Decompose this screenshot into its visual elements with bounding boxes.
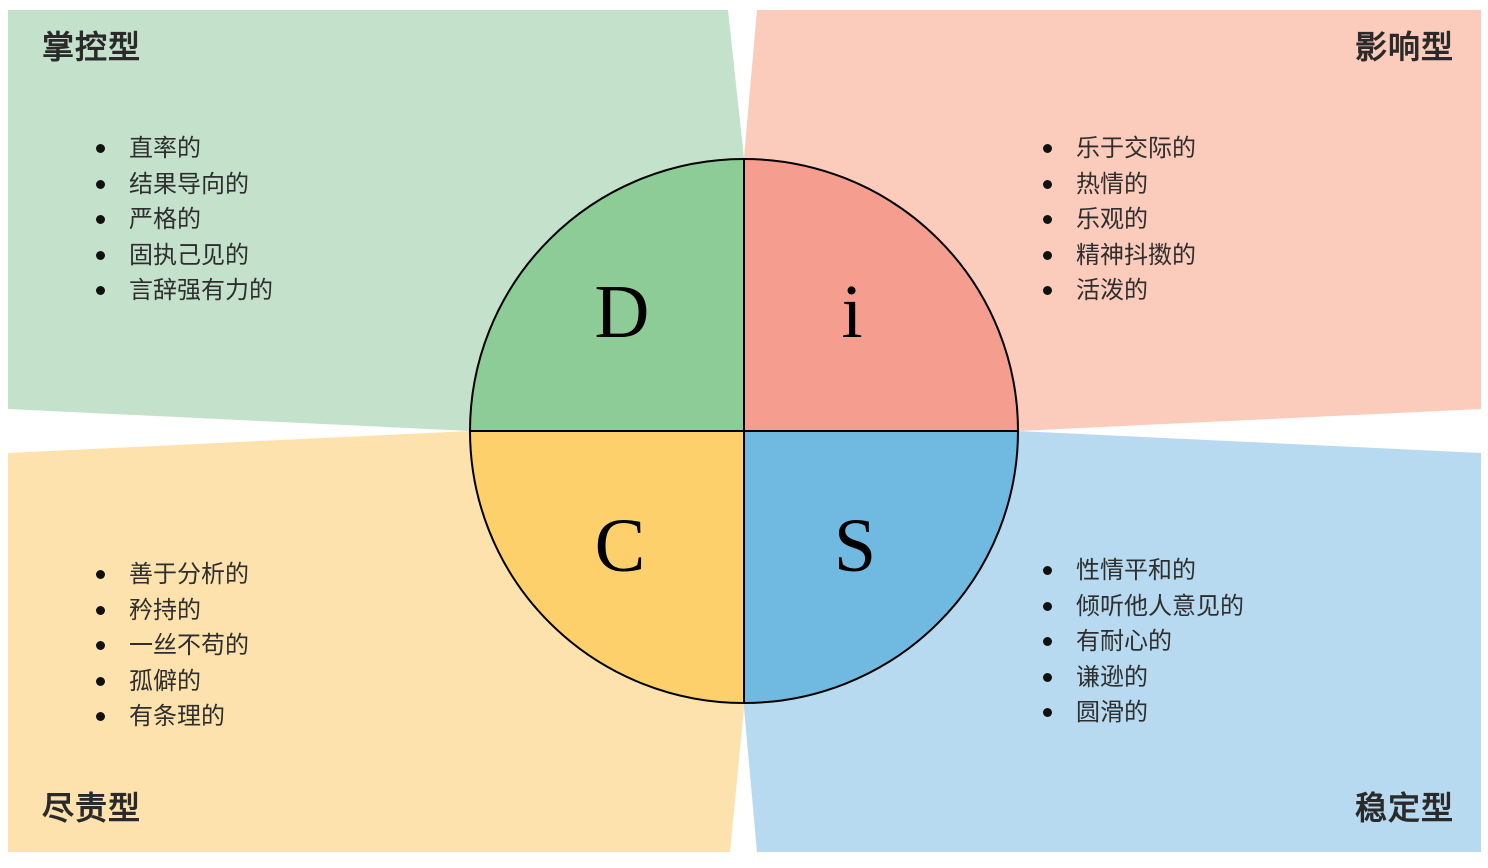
i-trait-item: 热情的 [1043, 167, 1196, 203]
d-trait-item: 言辞强有力的 [96, 273, 273, 309]
d-trait-item: 结果导向的 [96, 167, 273, 203]
i-quadrant-title: 影响型 [1354, 28, 1454, 66]
c-quadrant-title: 尽责型 [42, 789, 142, 827]
d-letter: D [595, 270, 650, 354]
s-trait-item: 圆滑的 [1043, 695, 1244, 731]
d-trait-item: 直率的 [96, 131, 273, 167]
c-trait-item: 一丝不苟的 [96, 628, 249, 664]
d-trait-item: 严格的 [96, 202, 273, 238]
i-trait-list: 乐于交际的 热情的 乐观的 精神抖擞的 活泼的 [1043, 131, 1196, 309]
s-letter: S [834, 504, 876, 588]
s-trait-item: 倾听他人意见的 [1043, 589, 1244, 625]
d-circle-quadrant [470, 159, 744, 431]
s-circle-quadrant [744, 431, 1018, 703]
i-trait-item: 精神抖擞的 [1043, 238, 1196, 274]
c-trait-item: 有条理的 [96, 699, 249, 735]
d-trait-item: 固执己见的 [96, 238, 273, 274]
c-letter: C [595, 504, 646, 588]
c-circle-quadrant [470, 431, 744, 703]
c-trait-item: 善于分析的 [96, 557, 249, 593]
i-letter: i [841, 270, 862, 354]
i-circle-quadrant [744, 159, 1018, 431]
c-trait-item: 孤僻的 [96, 664, 249, 700]
s-trait-item: 谦逊的 [1043, 660, 1244, 696]
s-quadrant-title: 稳定型 [1354, 789, 1454, 827]
i-trait-item: 乐观的 [1043, 202, 1196, 238]
s-trait-list: 性情平和的 倾听他人意见的 有耐心的 谦逊的 圆滑的 [1043, 553, 1244, 731]
s-trait-item: 性情平和的 [1043, 553, 1244, 589]
c-trait-item: 矜持的 [96, 593, 249, 629]
d-trait-list: 直率的 结果导向的 严格的 固执己见的 言辞强有力的 [96, 131, 273, 309]
i-trait-item: 活泼的 [1043, 273, 1196, 309]
i-trait-item: 乐于交际的 [1043, 131, 1196, 167]
d-quadrant-title: 掌控型 [42, 28, 142, 66]
s-trait-item: 有耐心的 [1043, 624, 1244, 660]
c-trait-list: 善于分析的 矜持的 一丝不苟的 孤僻的 有条理的 [96, 557, 249, 735]
